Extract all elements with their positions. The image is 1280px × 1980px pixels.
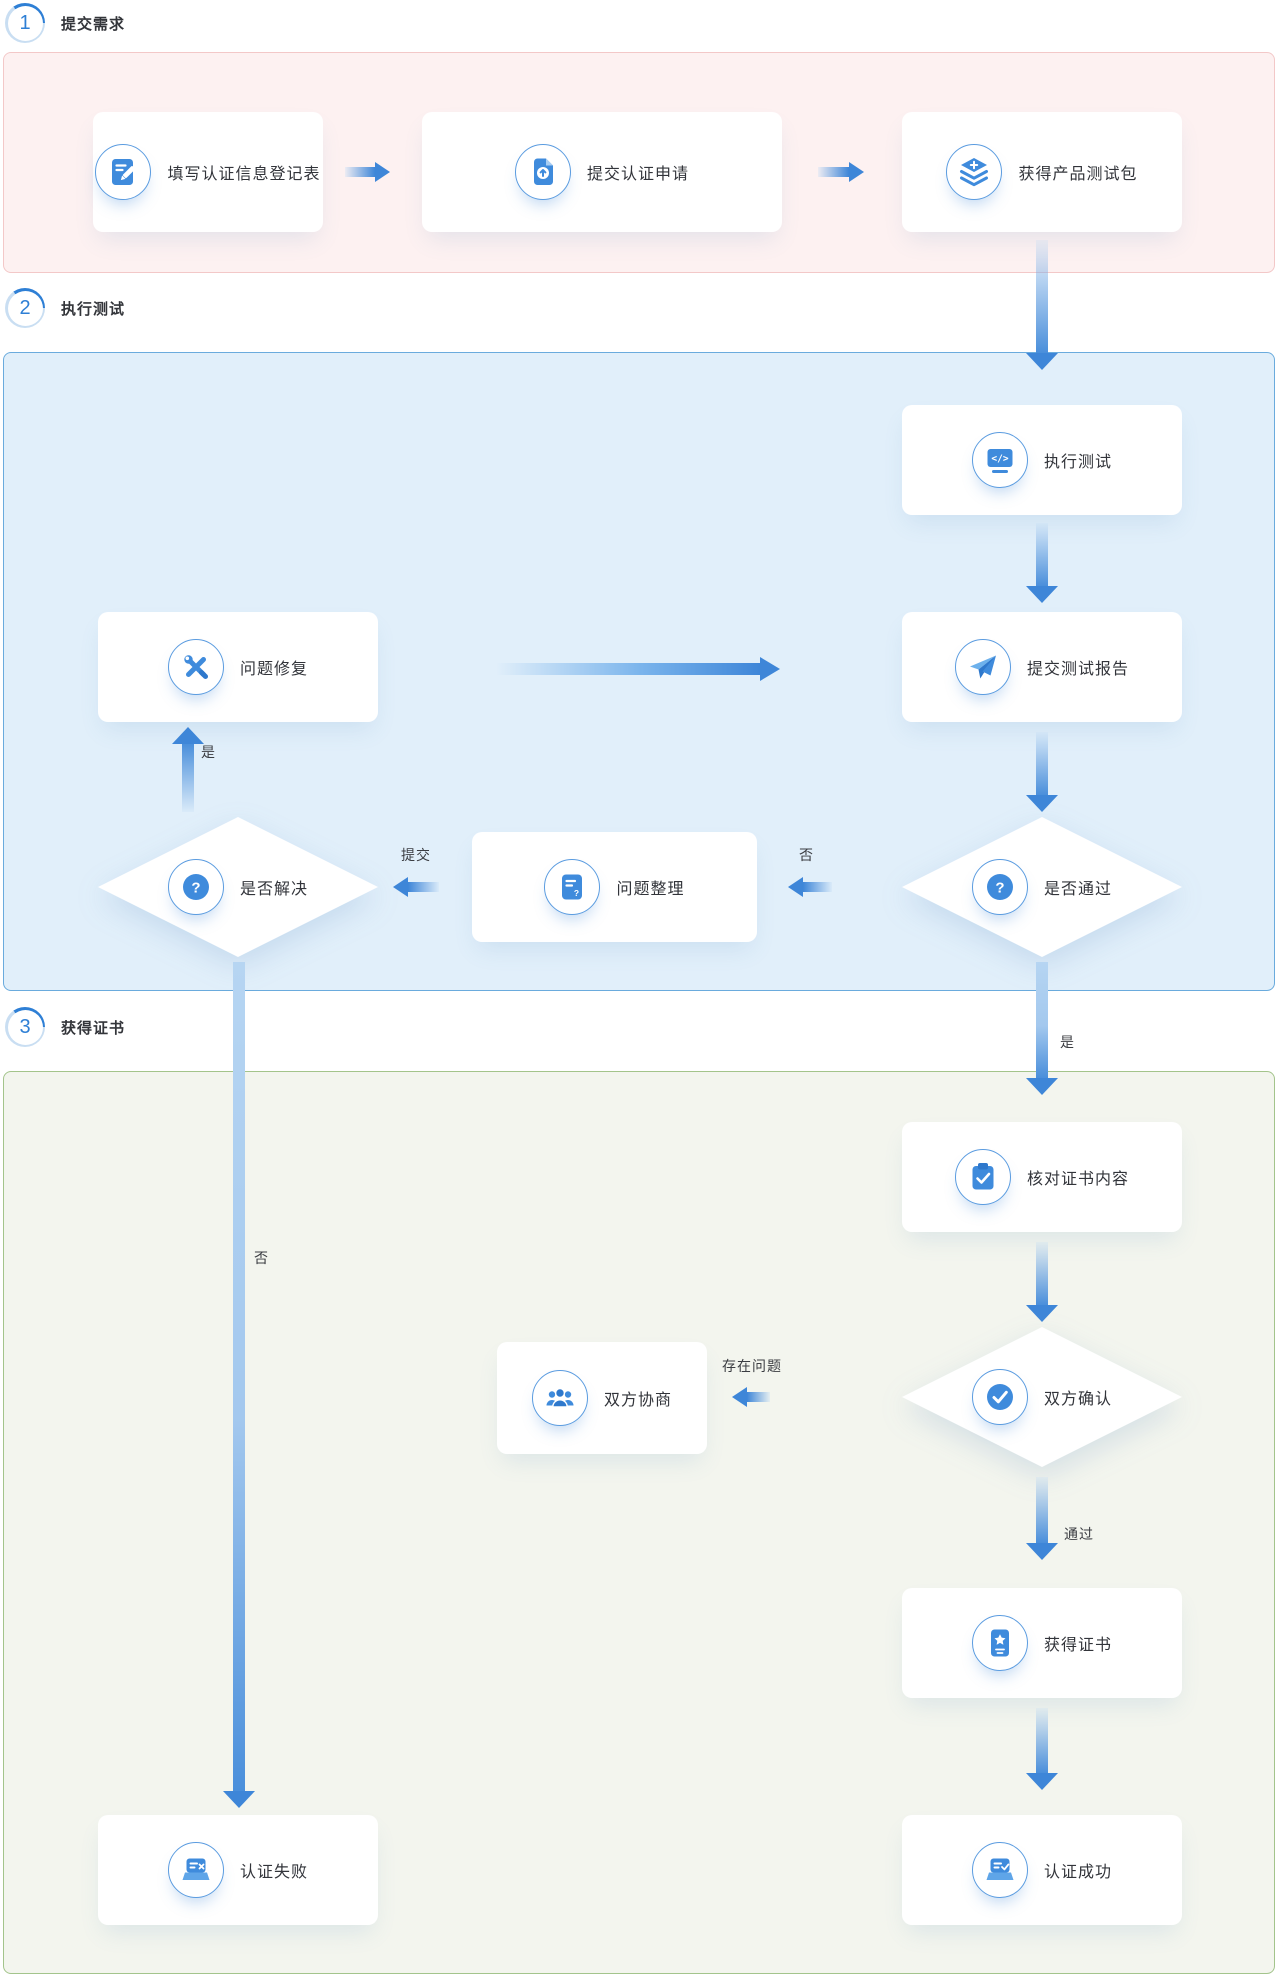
node-get-certificate: 获得证书 xyxy=(902,1588,1182,1698)
edge-label-confirm-pass: 通过 xyxy=(1064,1526,1094,1542)
paper-plane-icon xyxy=(969,655,996,679)
layers-plus-icon-ring xyxy=(946,144,1003,200)
arrow-package-to-runtest xyxy=(1025,240,1059,370)
clipboard-check-icon xyxy=(972,1163,994,1190)
node-label: 双方协商 xyxy=(603,1392,672,1409)
code-monitor-icon: </> xyxy=(987,449,1013,473)
file-upload-icon xyxy=(533,158,553,185)
edge-label-resolved-yes: 是 xyxy=(201,744,216,760)
edge-label-confirm-issue: 存在问题 xyxy=(722,1358,782,1374)
step-3-number: 3 xyxy=(7,1009,43,1045)
node-label: 执行测试 xyxy=(1043,454,1112,471)
people-icon xyxy=(546,1387,574,1408)
node-label: 获得产品测试包 xyxy=(1018,166,1138,183)
node-label: 提交测试报告 xyxy=(1026,661,1129,678)
question-circle-icon: ? xyxy=(986,874,1013,900)
node-label: 认证成功 xyxy=(1043,1864,1112,1881)
question-circle-icon-ring: ? xyxy=(971,859,1028,915)
node-submit-application: 提交认证申请 xyxy=(422,112,782,232)
edge-label-pass-no: 否 xyxy=(799,847,814,863)
svg-text:?: ? xyxy=(995,880,1004,897)
section-2-header: 2 执行测试 xyxy=(5,288,125,328)
node-cert-failed: 认证失败 xyxy=(98,1815,378,1925)
arrow-runtest-to-report xyxy=(1025,523,1059,603)
svg-text:?: ? xyxy=(191,880,200,897)
arrow-fix-to-report xyxy=(496,657,780,681)
node-label: 认证失败 xyxy=(239,1864,308,1881)
clipboard-check-icon-ring xyxy=(954,1149,1011,1205)
decision-resolved: ? 是否解决 xyxy=(98,817,378,957)
node-label: 是否通过 xyxy=(1043,881,1112,898)
tools-icon-ring xyxy=(167,639,224,695)
arrow-resolved-no-to-failed xyxy=(222,962,256,1808)
step-2-circle: 2 xyxy=(5,288,45,328)
node-label: 双方确认 xyxy=(1043,1391,1112,1408)
node-label: 核对证书内容 xyxy=(1026,1171,1129,1188)
doc-question-icon-ring: ? xyxy=(544,859,601,915)
form-edit-icon-ring xyxy=(95,144,152,200)
svg-text:</>: </> xyxy=(991,454,1008,465)
arrow-pass-no-to-organize xyxy=(788,877,832,897)
arrow-verify-to-confirm xyxy=(1025,1242,1059,1322)
section-1-title: 提交需求 xyxy=(61,15,126,33)
section-3-header: 3 获得证书 xyxy=(5,1007,125,1047)
node-run-test: </> 执行测试 xyxy=(902,405,1182,515)
arrow-confirm-pass-to-certificate xyxy=(1025,1477,1059,1560)
check-circle-icon xyxy=(986,1384,1013,1410)
arrow-application-to-package xyxy=(818,162,864,182)
node-label: 填写认证信息登记表 xyxy=(167,166,321,183)
node-submit-report: 提交测试报告 xyxy=(902,612,1182,722)
node-cert-success: 认证成功 xyxy=(902,1815,1182,1925)
check-circle-icon-ring xyxy=(971,1369,1028,1425)
stamp-x-icon xyxy=(182,1858,210,1880)
arrow-pass-yes-to-verify xyxy=(1025,962,1059,1095)
node-fill-form: 填写认证信息登记表 xyxy=(93,112,323,232)
paper-plane-icon-ring xyxy=(954,639,1011,695)
node-label: 是否解决 xyxy=(239,881,308,898)
doc-question-icon: ? xyxy=(562,874,583,900)
section-3-title: 获得证书 xyxy=(61,1019,126,1037)
layers-plus-icon xyxy=(960,158,989,187)
arrow-organize-to-resolved xyxy=(393,877,439,897)
file-upload-icon-ring xyxy=(514,144,571,200)
stamp-check-icon xyxy=(986,1858,1014,1880)
stamp-x-icon-ring xyxy=(167,1842,224,1898)
decision-confirm: 双方确认 xyxy=(902,1327,1182,1467)
step-2-number: 2 xyxy=(7,290,43,326)
node-get-test-package: 获得产品测试包 xyxy=(902,112,1182,232)
certificate-badge-icon xyxy=(990,1629,1009,1657)
step-1-number: 1 xyxy=(7,5,43,41)
node-negotiate: 双方协商 xyxy=(497,1342,707,1454)
code-monitor-icon-ring: </> xyxy=(971,432,1028,488)
step-3-circle: 3 xyxy=(5,1007,45,1047)
edge-label-pass-yes: 是 xyxy=(1060,1034,1075,1050)
decision-pass: ? 是否通过 xyxy=(902,817,1182,957)
node-label: 问题整理 xyxy=(616,881,685,898)
arrow-resolved-yes-to-fix xyxy=(171,727,205,812)
question-circle-icon-ring: ? xyxy=(167,859,224,915)
form-edit-icon xyxy=(112,159,136,185)
tools-icon xyxy=(184,655,208,679)
step-1-circle: 1 xyxy=(5,3,45,43)
edge-label-organize-submit: 提交 xyxy=(401,847,431,863)
node-fix-issues: 问题修复 xyxy=(98,612,378,722)
arrow-confirm-issue-to-negotiate xyxy=(732,1387,770,1407)
node-label: 提交认证申请 xyxy=(586,166,689,183)
node-organize-issues: ? 问题整理 xyxy=(472,832,757,942)
node-label: 问题修复 xyxy=(239,661,308,678)
node-label: 获得证书 xyxy=(1043,1637,1112,1654)
question-circle-icon: ? xyxy=(182,874,209,900)
section-2-title: 执行测试 xyxy=(61,300,126,318)
arrow-certificate-to-success xyxy=(1025,1708,1059,1790)
stamp-check-icon-ring xyxy=(971,1842,1028,1898)
certificate-badge-icon-ring xyxy=(971,1615,1028,1671)
edge-label-resolved-no: 否 xyxy=(254,1250,269,1266)
people-icon-ring xyxy=(531,1370,588,1426)
svg-text:?: ? xyxy=(574,888,579,898)
arrow-report-to-pass xyxy=(1025,732,1059,812)
node-verify-certificate: 核对证书内容 xyxy=(902,1122,1182,1232)
arrow-form-to-application xyxy=(345,162,390,182)
section-1-header: 1 提交需求 xyxy=(5,3,125,43)
